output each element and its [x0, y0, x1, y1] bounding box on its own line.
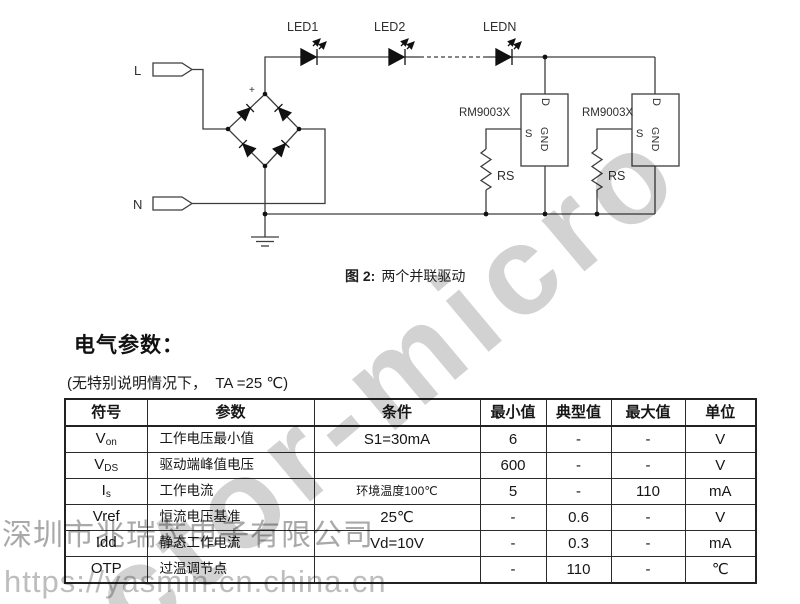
max-cell: - [610, 425, 686, 453]
param-cell: 静态工作电流 [146, 530, 315, 557]
rs1-label: RS [497, 169, 514, 183]
symbol-cell: Is [64, 478, 148, 505]
table-row-otp: OTP 过温调节点 - 110 - ℃ [64, 556, 757, 584]
section-condition-note: (无特别说明情况下， TA =25 ℃) [67, 375, 289, 392]
unit-cell: mA [684, 530, 757, 557]
param-cell: 驱动端峰值电压 [146, 452, 315, 479]
electrical-parameters-table: 符号 参数 条件 最小值 典型值 最大值 单位 Von 工作电压最小值 S1=3… [64, 398, 757, 584]
figure-caption: 图 2: 两个并联驱动 [345, 266, 465, 286]
min-cell: 600 [479, 452, 547, 479]
chip1-pin-d-label: D [539, 98, 551, 106]
max-cell: - [610, 556, 686, 584]
wire-l [192, 68, 228, 130]
table-row-von: Von 工作电压最小值 S1=30mA 6 - - V [64, 425, 757, 453]
col-header-unit: 单位 [684, 398, 757, 427]
max-cell: 110 [610, 478, 686, 505]
ledn-symbol [495, 38, 522, 67]
unit-cell: V [684, 452, 757, 479]
resistor-rs1 [479, 148, 493, 191]
typ-cell: - [545, 452, 612, 479]
typ-cell: 0.6 [545, 504, 612, 531]
earth-ground-icon [251, 236, 279, 247]
bridge-diodes [236, 103, 293, 158]
wire-s2 [596, 128, 632, 149]
col-header-min: 最小值 [479, 398, 547, 427]
unit-cell: V [684, 425, 757, 453]
l-terminal [152, 62, 194, 77]
typ-cell: 0.3 [545, 530, 612, 557]
led1-symbol [300, 38, 327, 67]
wire-s1 [485, 128, 521, 149]
section-heading: 电气参数： [74, 334, 184, 357]
bridge-plus-label: + [249, 85, 255, 96]
l-terminal-label: L [134, 63, 141, 78]
col-header-condition: 条件 [313, 398, 481, 427]
max-cell: - [610, 530, 686, 557]
wire-bridge-top [264, 56, 301, 94]
param-cell: 工作电流 [146, 478, 315, 505]
rs2-label: RS [608, 169, 625, 183]
chip1-label: RM9003X [459, 107, 510, 119]
unit-cell: mA [684, 478, 757, 505]
symbol-cell: Vref [64, 504, 148, 531]
symbol-cell: OTP [64, 556, 148, 584]
condition-cell: Vd=10V [313, 530, 481, 557]
param-cell: 工作电压最小值 [146, 425, 315, 453]
symbol-cell: Von [64, 425, 148, 453]
junction-dots [225, 54, 600, 217]
n-terminal-label: N [133, 197, 142, 212]
table-row-vds: VDS 驱动端峰值电压 600 - - V [64, 452, 757, 479]
typ-cell: 110 [545, 556, 612, 584]
condition-cell: S1=30mA [313, 425, 481, 453]
min-cell: 5 [479, 478, 547, 505]
bridge-rectifier [227, 93, 300, 167]
table-header-row: 符号 参数 条件 最小值 典型值 最大值 单位 [64, 398, 757, 427]
table-row-vref: Vref 恒流电压基准 25℃ - 0.6 - V [64, 504, 757, 531]
min-cell: - [479, 556, 547, 584]
max-cell: - [610, 452, 686, 479]
figure-caption-label: 图 2: [345, 268, 376, 284]
typ-cell: - [545, 425, 612, 453]
n-terminal [152, 196, 194, 211]
chip1-pin-gnd-label: GND [538, 127, 550, 152]
col-header-max: 最大值 [610, 398, 686, 427]
led1-label: LED1 [287, 20, 318, 34]
col-header-symbol: 符号 [64, 398, 148, 427]
min-cell: 6 [479, 425, 547, 453]
chip2-pin-s-label: S [636, 128, 643, 140]
wire-n [192, 128, 326, 205]
condition-cell: 25℃ [313, 504, 481, 531]
col-header-parameter: 参数 [146, 398, 315, 427]
figure-caption-text: 两个并联驱动 [381, 268, 466, 284]
led2-label: LED2 [374, 20, 405, 34]
resistor-rs2 [590, 148, 604, 191]
table-row-idd: Idd 静态工作电流 Vd=10V - 0.3 - mA [64, 530, 757, 557]
ledn-label: LEDN [483, 20, 516, 34]
condition-cell: 环境温度100℃ [313, 478, 481, 505]
led2-symbol [388, 38, 415, 67]
table-row-is: Is 工作电流 环境温度100℃ 5 - 110 mA [64, 478, 757, 505]
unit-cell: V [684, 504, 757, 531]
min-cell: - [479, 530, 547, 557]
max-cell: - [610, 504, 686, 531]
col-header-typ: 典型值 [545, 398, 612, 427]
unit-cell: ℃ [684, 556, 757, 584]
chip1-pin-s-label: S [525, 128, 532, 140]
min-cell: - [479, 504, 547, 531]
typ-cell: - [545, 478, 612, 505]
symbol-cell: Idd [64, 530, 148, 557]
param-cell: 恒流电压基准 [146, 504, 315, 531]
chip2-label: RM9003X [582, 107, 633, 119]
chip2-pin-d-label: D [650, 98, 662, 106]
symbol-cell: VDS [64, 452, 148, 479]
param-cell: 过温调节点 [146, 556, 315, 584]
condition-cell [313, 556, 481, 584]
circuit-diagram: L N + LED1 LED2 LEDN RM9003X RM9003X RS … [133, 20, 680, 247]
condition-cell [313, 452, 481, 479]
chip2-pin-gnd-label: GND [649, 127, 661, 152]
